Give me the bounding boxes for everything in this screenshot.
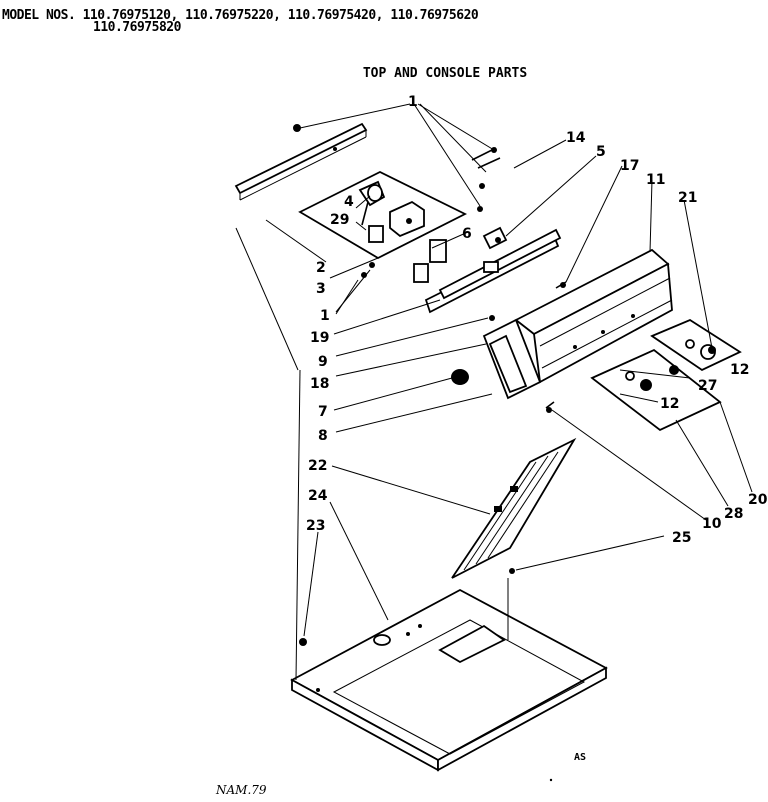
clip bbox=[545, 401, 555, 413]
callout-label: 1 bbox=[408, 94, 418, 110]
screws bbox=[471, 147, 567, 289]
switch-boards bbox=[590, 318, 742, 432]
callout-label: 6 bbox=[462, 226, 472, 242]
signature-mark: NAM.79 bbox=[215, 783, 267, 797]
diagram-title: TOP AND CONSOLE PARTS bbox=[362, 66, 528, 81]
console-bracket bbox=[424, 228, 562, 321]
callout-label: 11 bbox=[646, 172, 665, 188]
console-glass bbox=[451, 437, 577, 579]
knob bbox=[451, 369, 469, 385]
leader-lines bbox=[235, 103, 753, 681]
callout-label: 23 bbox=[306, 518, 325, 534]
callout-label: 28 bbox=[724, 506, 743, 522]
callout-label: 25 bbox=[672, 530, 691, 546]
control-mounting-plate bbox=[298, 170, 468, 278]
callout-label: 9 bbox=[318, 354, 328, 370]
callout-label: 2 bbox=[316, 260, 326, 276]
callout-label: 22 bbox=[308, 458, 327, 474]
footer-mark: AS bbox=[574, 752, 586, 763]
console-panel bbox=[514, 248, 673, 384]
top-trim-rail bbox=[234, 122, 368, 201]
callout-label: 19 bbox=[310, 330, 329, 346]
callout-label: 12 bbox=[730, 362, 749, 378]
callout-label: 29 bbox=[330, 212, 349, 228]
callout-label: 12 bbox=[660, 396, 679, 412]
callout-label: 27 bbox=[698, 378, 717, 394]
callout-label: 21 bbox=[678, 190, 697, 206]
model-numbers-line-2: 110.76975820 bbox=[93, 20, 181, 35]
callout-label: 5 bbox=[596, 144, 606, 160]
callout-label: 7 bbox=[318, 404, 328, 420]
dryer-top bbox=[290, 588, 608, 772]
switch-parts bbox=[413, 206, 508, 283]
callout-label: 14 bbox=[566, 130, 586, 146]
callout-label: 1 bbox=[320, 308, 330, 324]
callout-label: 8 bbox=[318, 428, 328, 444]
callout-label: 4 bbox=[344, 194, 354, 210]
model-numbers-line: MODEL NOS. 110.76975120, 110.76975220, 1… bbox=[2, 8, 479, 23]
callout-label: 10 bbox=[702, 516, 722, 532]
callout-label: 20 bbox=[748, 492, 768, 508]
callout-label: 3 bbox=[316, 281, 326, 297]
console-end-cap bbox=[482, 318, 542, 400]
callout-numbers: 1 14 5 17 11 21 2 3 29 4 6 1 19 9 18 7 8… bbox=[306, 94, 768, 546]
callout-label: 18 bbox=[310, 376, 329, 392]
callout-label: 24 bbox=[308, 488, 328, 504]
callout-label: 17 bbox=[620, 158, 639, 174]
